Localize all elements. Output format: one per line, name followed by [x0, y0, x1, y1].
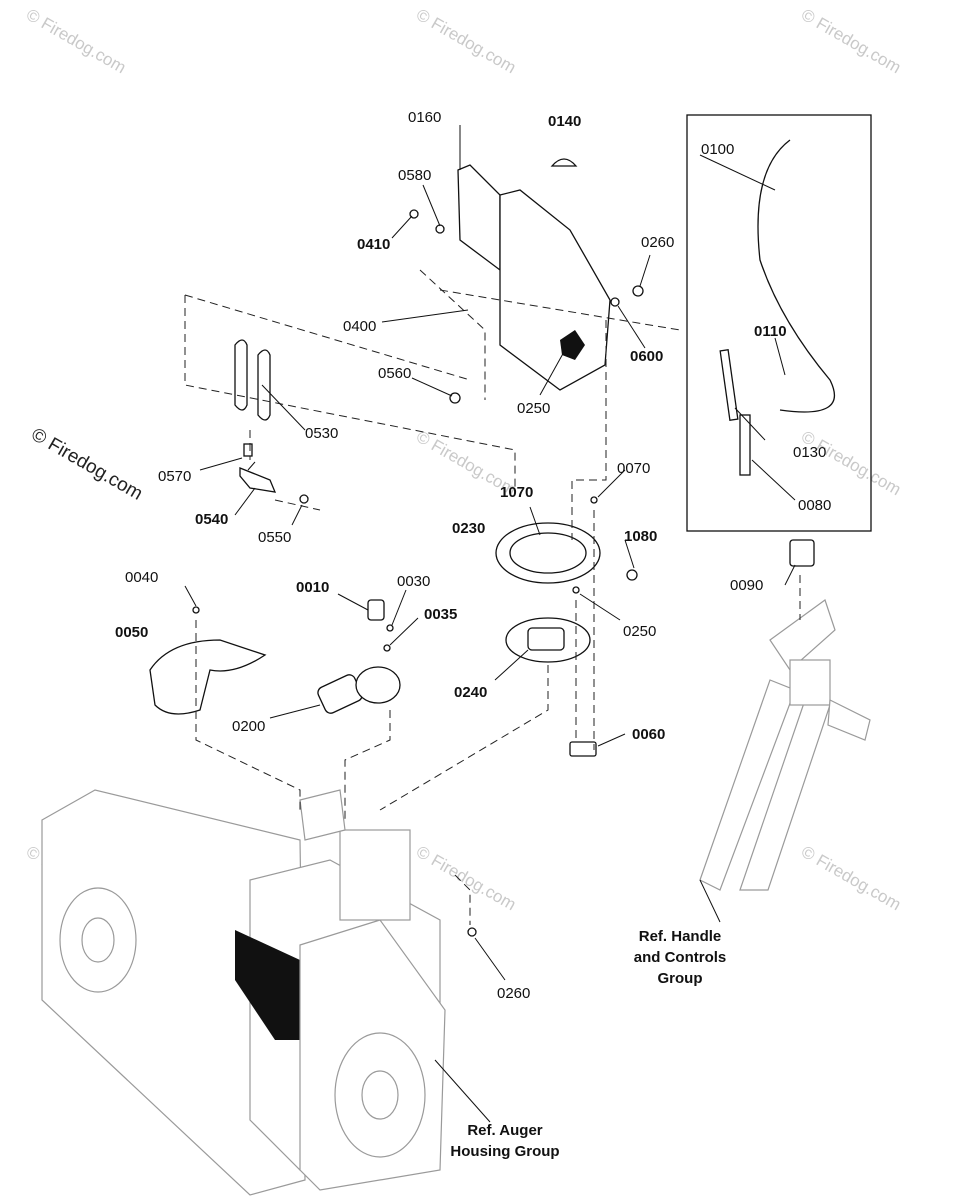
assembly-lines: [184, 269, 801, 925]
part-label-0260: 0260: [641, 234, 674, 251]
knob-part: [789, 539, 815, 567]
tube-part: [739, 414, 751, 476]
watermark: © Firedog.com: [798, 842, 904, 914]
cable-kit-box: [686, 114, 872, 532]
part-label-0160: 0160: [408, 109, 441, 126]
motor-part: [317, 599, 401, 714]
rod-part: [719, 349, 739, 421]
part-label-0400: 0400: [343, 318, 376, 335]
part-label-0580: 0580: [398, 167, 431, 184]
part-label-0550: 0550: [258, 529, 291, 546]
part-label-0035: 0035: [424, 606, 457, 623]
cover-part: [149, 639, 267, 715]
part-label-0250: 0250: [517, 400, 550, 417]
part-label-1080: 1080: [624, 528, 657, 545]
part-label-0040: 0040: [125, 569, 158, 586]
part-label-0050: 0050: [115, 624, 148, 641]
part-label-0030: 0030: [397, 573, 430, 590]
handle-illustration: [699, 599, 871, 891]
leader-lines: [184, 125, 796, 1123]
part-labels: 0010 0030 0035 0040 0050 0060 0070 0080 0090 0100…: [115, 109, 831, 1002]
part-label-0530: 0530: [305, 425, 338, 442]
cable-part: [757, 139, 836, 413]
part-label-1070: 1070: [500, 484, 533, 501]
part-label-0080: 0080: [798, 497, 831, 514]
ref-auger-line-2: Housing Group: [450, 1143, 559, 1160]
part-label-0410: 0410: [357, 236, 390, 253]
part-label-0110: 0110: [754, 323, 787, 340]
watermark: © Firedog.com: [413, 842, 519, 914]
watermark: © Firedog.com: [798, 427, 904, 499]
part-label-0090: 0090: [730, 577, 763, 594]
watermarks: © Firedog.com © Firedog.com © Firedog.co…: [23, 5, 904, 914]
hardware: [192, 209, 644, 937]
ref-handle-line-2: and Controls: [634, 949, 727, 966]
watermark: © Firedog.com: [23, 5, 129, 77]
ref-handle-line-1: Ref. Handle: [639, 928, 722, 945]
part-label-0260: 0260: [497, 985, 530, 1002]
clip-part: [234, 339, 277, 493]
watermark: © Firedog.com: [413, 5, 519, 77]
part-label-0250: 0250: [623, 623, 656, 640]
cap-part: [550, 158, 578, 167]
ref-auger-line-1: Ref. Auger: [467, 1122, 542, 1139]
part-label-0540: 0540: [195, 511, 228, 528]
part-label-0560: 0560: [378, 365, 411, 382]
part-label-0010: 0010: [296, 579, 329, 596]
part-label-0200: 0200: [232, 718, 265, 735]
part-label-0130: 0130: [793, 444, 826, 461]
auger-housing-illustration: [41, 789, 446, 1196]
part-label-0140: 0140: [548, 113, 581, 130]
part-label-0060: 0060: [632, 726, 665, 743]
part-label-0570: 0570: [158, 468, 191, 485]
watermark-dark: © Firedog.com: [28, 424, 147, 505]
ref-handle-line-3: Group: [658, 970, 703, 987]
chute-part: [457, 164, 611, 391]
part-label-0240: 0240: [454, 684, 487, 701]
watermark: © Firedog.com: [798, 5, 904, 77]
part-label-0600: 0600: [630, 348, 663, 365]
part-label-0230: 0230: [452, 520, 485, 537]
part-label-0100: 0100: [701, 141, 734, 158]
bracket-0060: [569, 741, 597, 757]
part-label-0070: 0070: [617, 460, 650, 477]
